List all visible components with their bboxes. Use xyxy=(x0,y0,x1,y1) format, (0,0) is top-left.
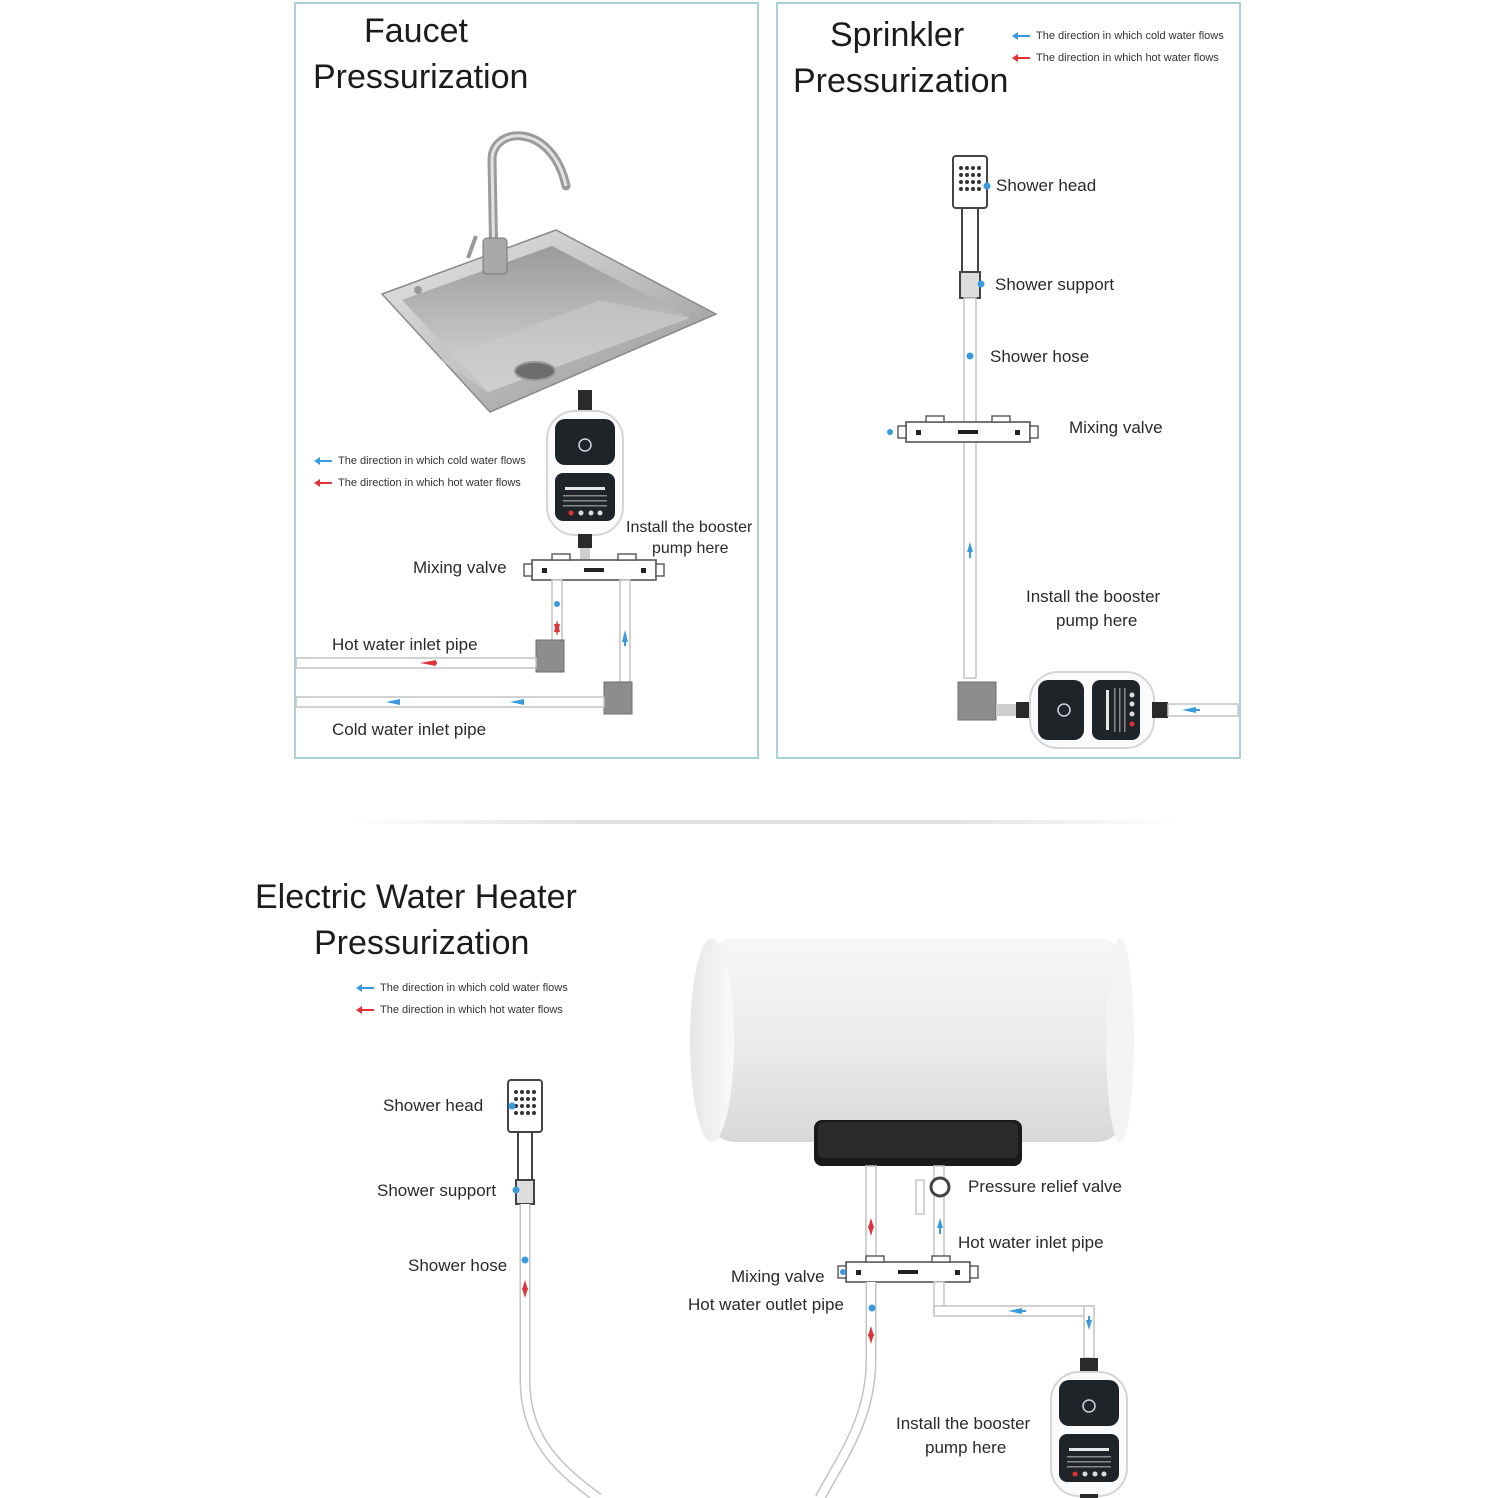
hot-arrow-icon xyxy=(1012,53,1030,63)
heater-title-line1: Electric Water Heater xyxy=(255,878,577,916)
cold-arrow-icon xyxy=(1012,31,1030,41)
heater-install-line1: Install the booster xyxy=(896,1414,1031,1433)
faucet-mixing-valve-label: Mixing valve xyxy=(413,558,507,577)
sprinkler-title-line2: Pressurization xyxy=(793,62,1009,100)
faucet-title-line1: Faucet xyxy=(364,12,468,50)
sprinkler-shower-hose-label: Shower hose xyxy=(990,347,1090,366)
legend-cold-label: The direction in which cold water flows xyxy=(380,982,568,994)
sprinkler-mixing-valve-label: Mixing valve xyxy=(1069,418,1163,437)
hot-arrow-icon xyxy=(314,478,332,488)
faucet-title-line2: Pressurization xyxy=(313,58,529,96)
heater-graphics xyxy=(507,938,1134,1498)
legend-hot-label: The direction in which hot water flows xyxy=(1036,52,1219,64)
faucet-legend: The direction in which cold water flows … xyxy=(314,450,526,494)
section-divider xyxy=(350,820,1180,824)
heater-legend: The direction in which cold water flows … xyxy=(356,977,568,1021)
heater-hot-outlet-label: Hot water outlet pipe xyxy=(688,1295,844,1314)
cold-arrow-icon xyxy=(314,456,332,466)
heater-shower-head-label: Shower head xyxy=(383,1096,484,1115)
heater-mixing-valve-label: Mixing valve xyxy=(731,1267,825,1286)
faucet-install-line1: Install the booster xyxy=(626,519,753,536)
sprinkler-install-line2: pump here xyxy=(1056,611,1138,630)
faucet-graphics xyxy=(295,131,718,715)
legend-cold-label: The direction in which cold water flows xyxy=(1036,30,1224,42)
heater-shower-hose-label: Shower hose xyxy=(408,1256,508,1275)
sprinkler-legend: The direction in which cold water flows … xyxy=(1012,25,1224,69)
hot-arrow-icon xyxy=(356,1005,374,1015)
faucet-install-line2: pump here xyxy=(652,540,729,557)
heater-pressure-relief-label: Pressure relief valve xyxy=(968,1177,1123,1196)
cold-arrow-icon xyxy=(356,983,374,993)
heater-hot-inlet-label: Hot water inlet pipe xyxy=(958,1233,1104,1252)
faucet-hot-inlet-label: Hot water inlet pipe xyxy=(332,635,478,654)
faucet-cold-inlet-label: Cold water inlet pipe xyxy=(332,720,487,739)
heater-install-line2: pump here xyxy=(925,1438,1007,1457)
sprinkler-graphics xyxy=(887,155,1239,749)
legend-cold-label: The direction in which cold water flows xyxy=(338,455,526,467)
legend-hot-label: The direction in which hot water flows xyxy=(380,1004,563,1016)
heater-title-line2: Pressurization xyxy=(314,924,530,962)
sprinkler-install-line1: Install the booster xyxy=(1026,587,1161,606)
sprinkler-shower-support-label: Shower support xyxy=(995,275,1115,294)
legend-hot-label: The direction in which hot water flows xyxy=(338,477,521,489)
heater-shower-support-label: Shower support xyxy=(377,1181,497,1200)
sprinkler-title-line1: Sprinkler xyxy=(830,16,965,54)
sprinkler-panel xyxy=(776,2,1241,759)
sprinkler-shower-head-label: Shower head xyxy=(996,176,1097,195)
